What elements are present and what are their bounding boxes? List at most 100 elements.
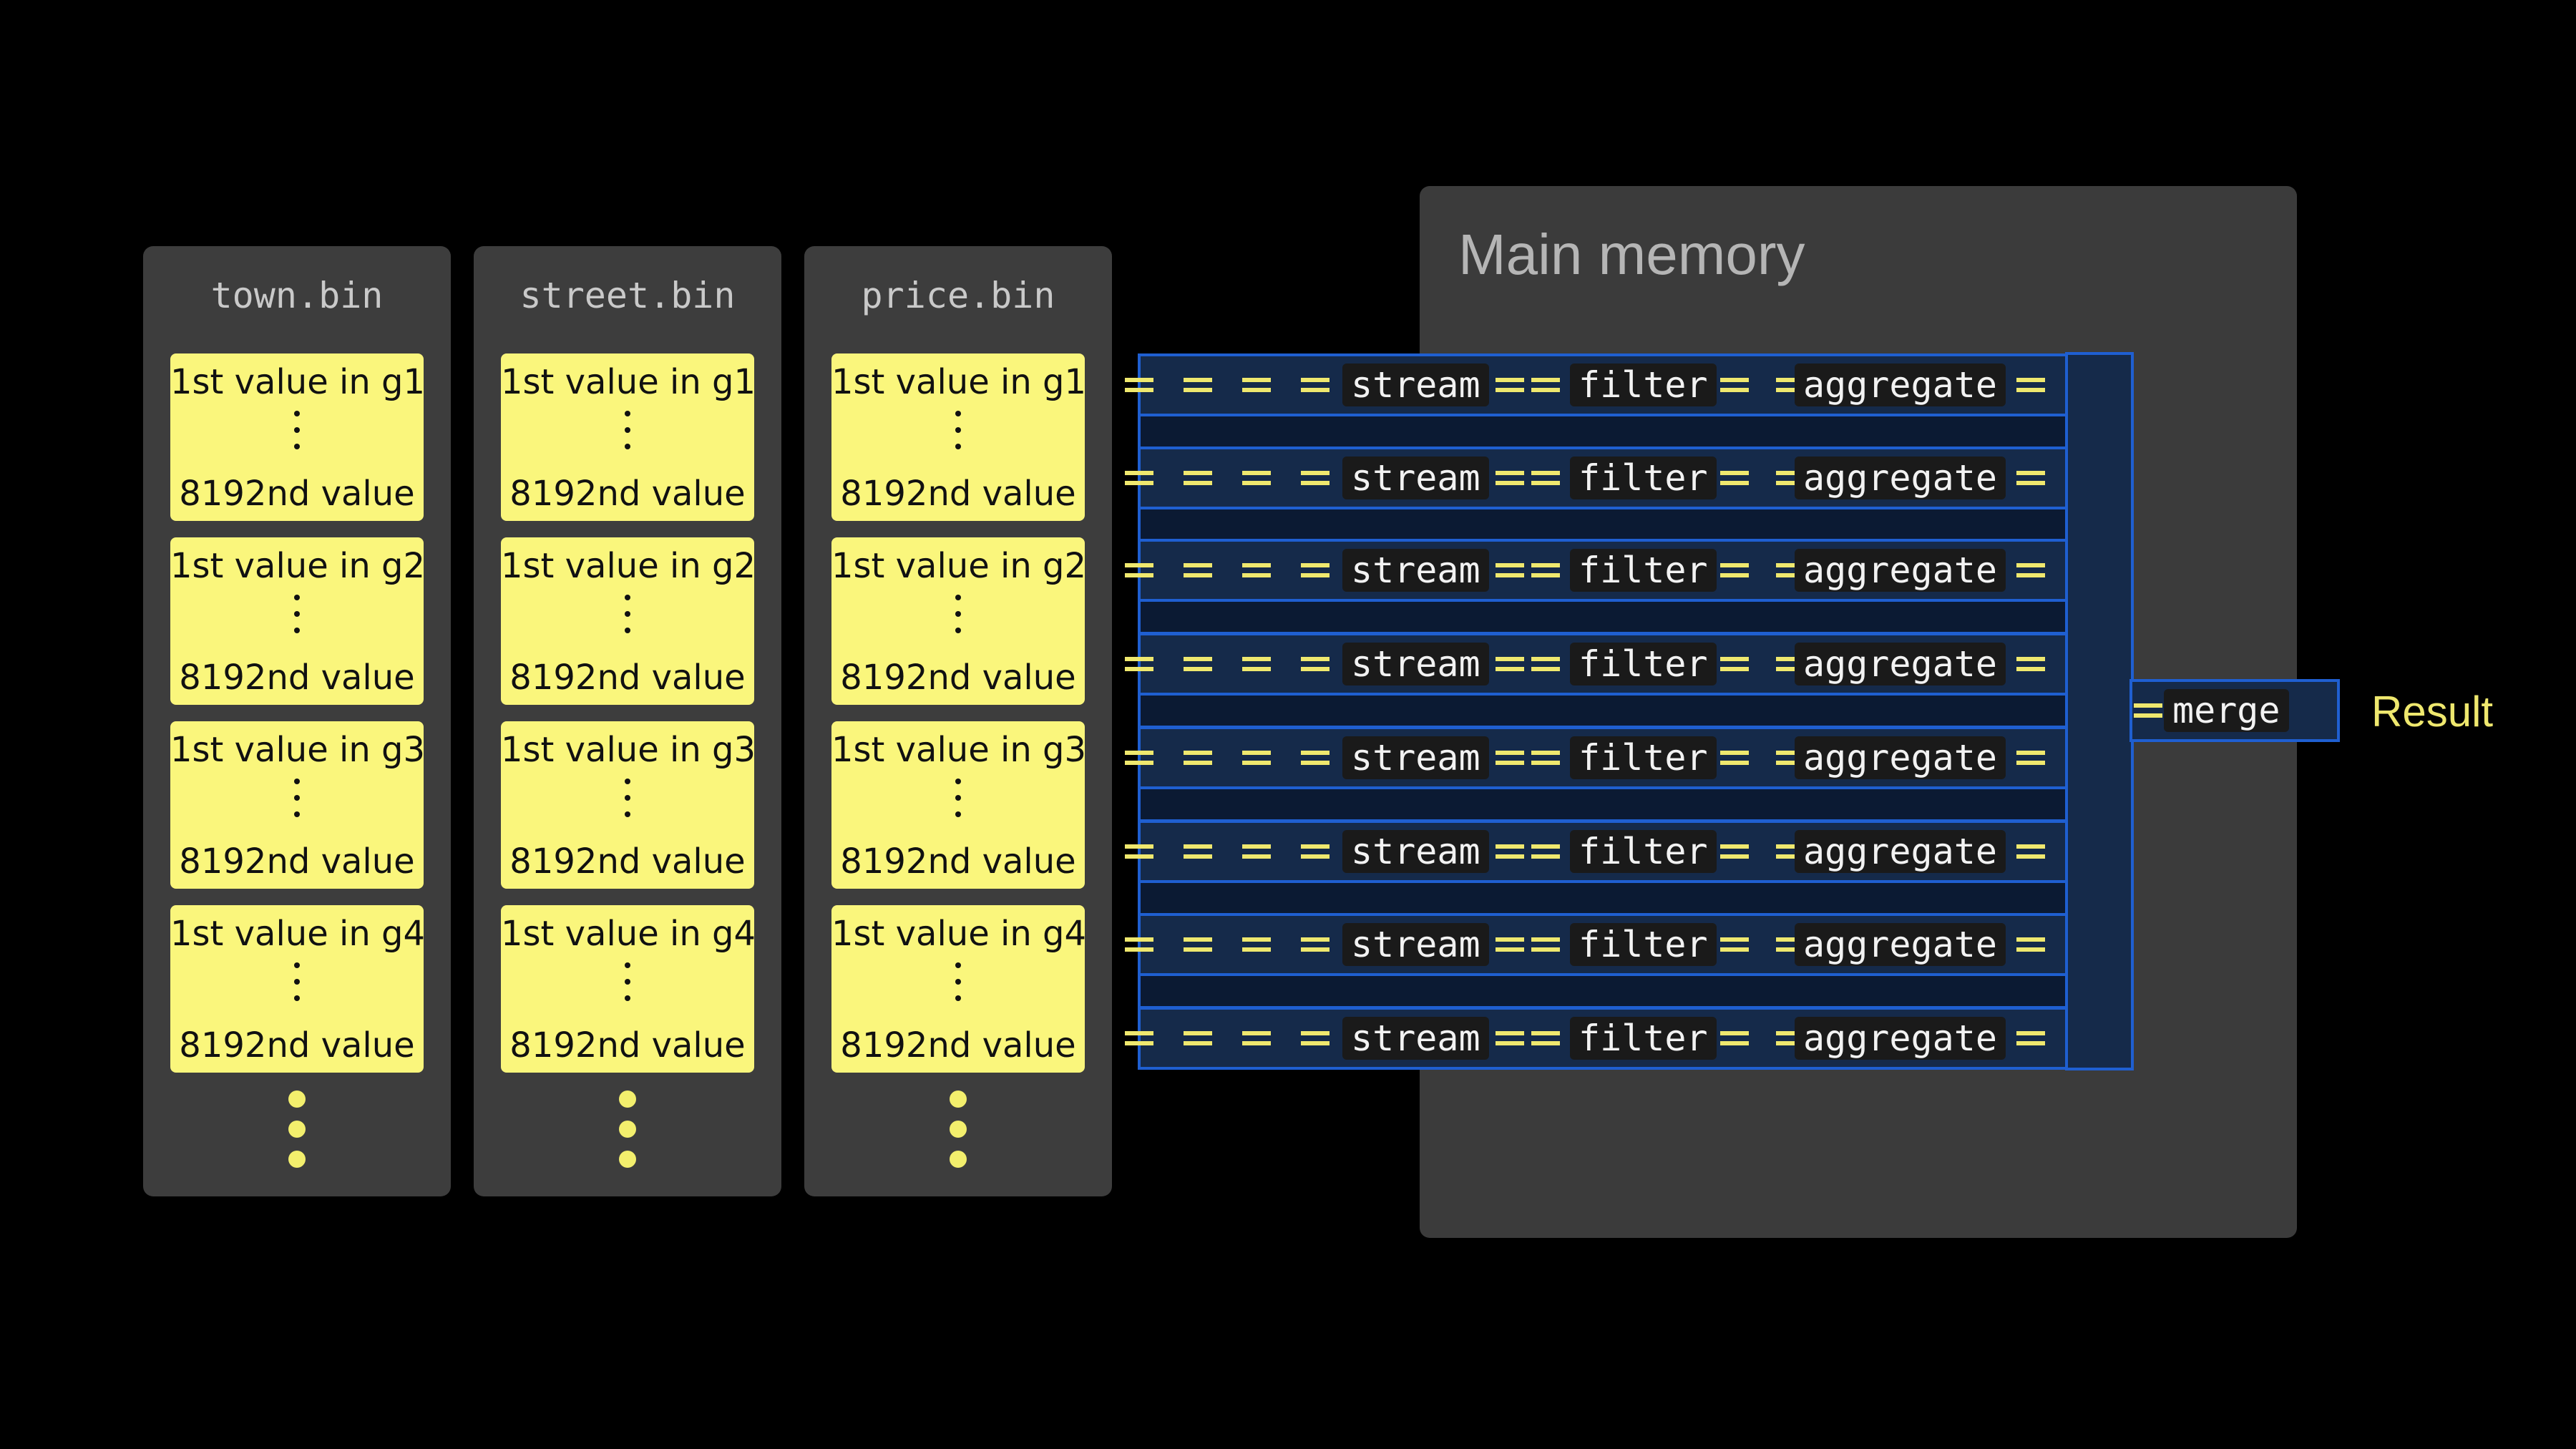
data-flow-icon — [1125, 563, 1153, 577]
granule-first-value: 1st value in g1 — [501, 362, 756, 402]
data-flow-icon — [1184, 378, 1212, 392]
file-panel-town: town.bin 1st value in g1 8192nd value 1s… — [143, 246, 451, 1196]
granule-last-value: 8192nd value — [509, 474, 746, 514]
data-flow-icon — [1531, 657, 1560, 671]
data-flow-icon — [1184, 471, 1212, 485]
file-title: price.bin — [861, 275, 1055, 316]
data-flow-icon — [1301, 563, 1330, 577]
data-flow-icon — [1531, 751, 1560, 765]
data-flow-icon — [1776, 844, 1805, 859]
granule-last-value: 8192nd value — [509, 841, 746, 882]
stream-stage-label: stream — [1342, 1017, 1489, 1060]
merge-collector — [2065, 352, 2134, 1070]
data-flow-icon — [1242, 378, 1271, 392]
data-flow-icon — [1125, 378, 1153, 392]
granule-chunk: 1st value in g4 8192nd value — [831, 905, 1087, 1073]
data-flow-icon — [2016, 657, 2045, 671]
stream-stage-label: stream — [1342, 830, 1489, 873]
aggregate-stage-label: aggregate — [1795, 736, 2006, 779]
granule-chunk: 1st value in g2 8192nd value — [170, 537, 426, 705]
data-flow-icon — [1301, 657, 1330, 671]
data-flow-icon — [1720, 471, 1749, 485]
data-flow-icon — [1242, 937, 1271, 952]
granule-chunk: 1st value in g3 8192nd value — [831, 721, 1086, 889]
data-flow-icon — [1531, 844, 1560, 859]
data-flow-icon — [2016, 751, 2045, 765]
data-flow-icon — [2016, 471, 2045, 485]
more-granules-icon — [288, 1091, 306, 1181]
file-panel-price: price.bin 1st value in g1 8192nd value 1… — [804, 246, 1112, 1196]
data-flow-icon — [1301, 471, 1330, 485]
main-memory-title: Main memory — [1458, 223, 1805, 286]
data-flow-icon — [1125, 1031, 1153, 1045]
data-flow-icon — [1242, 563, 1271, 577]
data-flow-icon — [1242, 1031, 1271, 1045]
ellipsis-icon — [294, 411, 300, 460]
data-flow-icon — [1496, 844, 1524, 859]
stream-stage-label: stream — [1342, 549, 1489, 592]
data-flow-icon — [1531, 378, 1560, 392]
granule-last-value: 8192nd value — [179, 1025, 415, 1065]
data-flow-icon — [1125, 751, 1153, 765]
data-flow-icon — [1184, 751, 1212, 765]
result-label: Result — [2371, 688, 2494, 736]
granule-first-value: 1st value in g4 — [831, 914, 1087, 954]
data-flow-icon — [1301, 751, 1330, 765]
granule-first-value: 1st value in g3 — [501, 730, 756, 770]
ellipsis-icon — [294, 962, 300, 1012]
data-flow-icon — [1242, 471, 1271, 485]
stream-stage-label: stream — [1342, 643, 1489, 686]
aggregate-stage-label: aggregate — [1795, 457, 2006, 499]
file-title: street.bin — [519, 275, 736, 316]
stream-stage-label: stream — [1342, 923, 1489, 966]
data-flow-icon — [1242, 751, 1271, 765]
data-flow-icon — [1301, 844, 1330, 859]
lane-connector — [1138, 693, 2068, 728]
lane-connector — [1138, 599, 2068, 635]
ellipsis-icon — [625, 411, 630, 460]
data-flow-icon — [1720, 844, 1749, 859]
filter-stage-label: filter — [1570, 830, 1717, 873]
stream-stage-label: stream — [1342, 457, 1489, 499]
data-flow-icon — [1720, 1031, 1749, 1045]
granule-chunk: 1st value in g1 8192nd value — [831, 353, 1086, 521]
granule-last-value: 8192nd value — [840, 1025, 1076, 1065]
granule-last-value: 8192nd value — [509, 658, 746, 698]
ellipsis-icon — [625, 962, 630, 1012]
data-flow-icon — [1184, 937, 1212, 952]
ellipsis-icon — [625, 779, 630, 828]
lane-connector — [1138, 507, 2068, 542]
data-flow-icon — [1496, 937, 1524, 952]
ellipsis-icon — [625, 595, 630, 644]
filter-stage-label: filter — [1570, 364, 1717, 406]
data-flow-icon — [1125, 844, 1153, 859]
granule-chunk: 1st value in g1 8192nd value — [170, 353, 425, 521]
granule-chunk: 1st value in g2 8192nd value — [501, 537, 756, 705]
data-flow-icon — [1301, 378, 1330, 392]
data-flow-icon — [1125, 471, 1153, 485]
granule-chunk: 1st value in g4 8192nd value — [501, 905, 756, 1073]
data-flow-icon — [2016, 1031, 2045, 1045]
data-flow-icon — [1184, 844, 1212, 859]
more-granules-icon — [950, 1091, 967, 1181]
data-flow-icon — [1184, 657, 1212, 671]
granule-last-value: 8192nd value — [509, 1025, 746, 1065]
ellipsis-icon — [294, 595, 300, 644]
data-flow-icon — [1125, 657, 1153, 671]
data-flow-icon — [1720, 378, 1749, 392]
data-flow-icon — [1776, 1031, 1805, 1045]
granule-last-value: 8192nd value — [179, 658, 415, 698]
data-flow-icon — [1496, 563, 1524, 577]
data-flow-icon — [2134, 703, 2162, 718]
granule-first-value: 1st value in g2 — [170, 546, 426, 586]
data-flow-icon — [1531, 937, 1560, 952]
data-flow-icon — [1720, 937, 1749, 952]
granule-chunk: 1st value in g3 8192nd value — [170, 721, 426, 889]
data-flow-icon — [1496, 471, 1524, 485]
data-flow-icon — [1776, 657, 1805, 671]
granule-first-value: 1st value in g3 — [170, 730, 426, 770]
ellipsis-icon — [294, 779, 300, 828]
data-flow-icon — [1301, 937, 1330, 952]
filter-stage-label: filter — [1570, 643, 1717, 686]
aggregate-stage-label: aggregate — [1795, 549, 2006, 592]
